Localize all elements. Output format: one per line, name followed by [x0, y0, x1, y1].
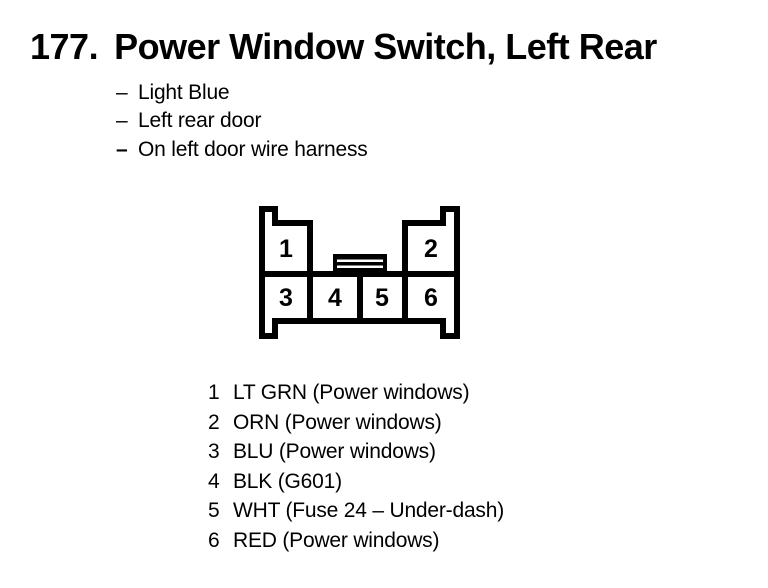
page-title: 177. Power Window Switch, Left Rear — [30, 26, 657, 67]
pinout-pin-number: 2 — [208, 410, 220, 434]
pinout-wire-label: WHT (Fuse 24 – Under-dash) — [233, 499, 505, 523]
pinout-pin-number: 6 — [208, 528, 220, 552]
pinout-row: 1 LT GRN (Power windows) — [208, 378, 504, 408]
pin-number: 4 — [328, 284, 342, 312]
detail-item: – On left door wire harness — [116, 136, 368, 164]
detail-text: On left door wire harness — [138, 137, 368, 161]
pin-number: 2 — [424, 235, 438, 263]
pinout-row: 2 ORN (Power windows) — [208, 408, 504, 438]
title-index: 177. — [30, 26, 99, 67]
pinout-pin-number: 5 — [208, 499, 220, 523]
dash: – — [116, 137, 128, 161]
detail-item: – Light Blue — [116, 79, 368, 107]
pin-number: 1 — [279, 235, 293, 263]
pin-number: 5 — [375, 284, 389, 312]
pinout-wire-label: ORN (Power windows) — [233, 410, 442, 434]
pinout-legend: 1 LT GRN (Power windows) 2 ORN (Power wi… — [208, 378, 504, 556]
pinout-row: 4 BLK (G601) — [208, 467, 504, 497]
detail-text: Light Blue — [138, 81, 230, 104]
latch-groove — [337, 259, 383, 262]
title-text: Power Window Switch, Left Rear — [114, 26, 657, 67]
pinout-wire-label: BLK (G601) — [233, 469, 342, 493]
connector-housing-outline — [259, 206, 460, 339]
connector-diagram: 1 2 3 4 5 6 — [259, 206, 460, 339]
pinout-wire-label: RED (Power windows) — [233, 528, 440, 552]
detail-text: Left rear door — [138, 109, 262, 133]
pin-number: 3 — [279, 284, 293, 312]
pinout-row: 5 WHT (Fuse 24 – Under-dash) — [208, 496, 504, 526]
connector-details: – Light Blue – Left rear door – On left … — [116, 79, 368, 164]
detail-item: – Left rear door — [116, 107, 368, 135]
pinout-wire-label: LT GRN (Power windows) — [233, 381, 470, 404]
pinout-pin-number: 1 — [208, 381, 220, 404]
pinout-row: 3 BLU (Power windows) — [208, 437, 504, 467]
latch-groove — [337, 265, 383, 268]
dash: – — [116, 109, 128, 133]
pinout-pin-number: 4 — [208, 469, 220, 493]
pin-number: 6 — [424, 284, 438, 312]
dash: – — [116, 81, 128, 104]
pinout-row: 6 RED (Power windows) — [208, 526, 504, 556]
pinout-pin-number: 3 — [208, 440, 220, 464]
pinout-wire-label: BLU (Power windows) — [233, 440, 436, 464]
connector-latch — [333, 254, 387, 272]
